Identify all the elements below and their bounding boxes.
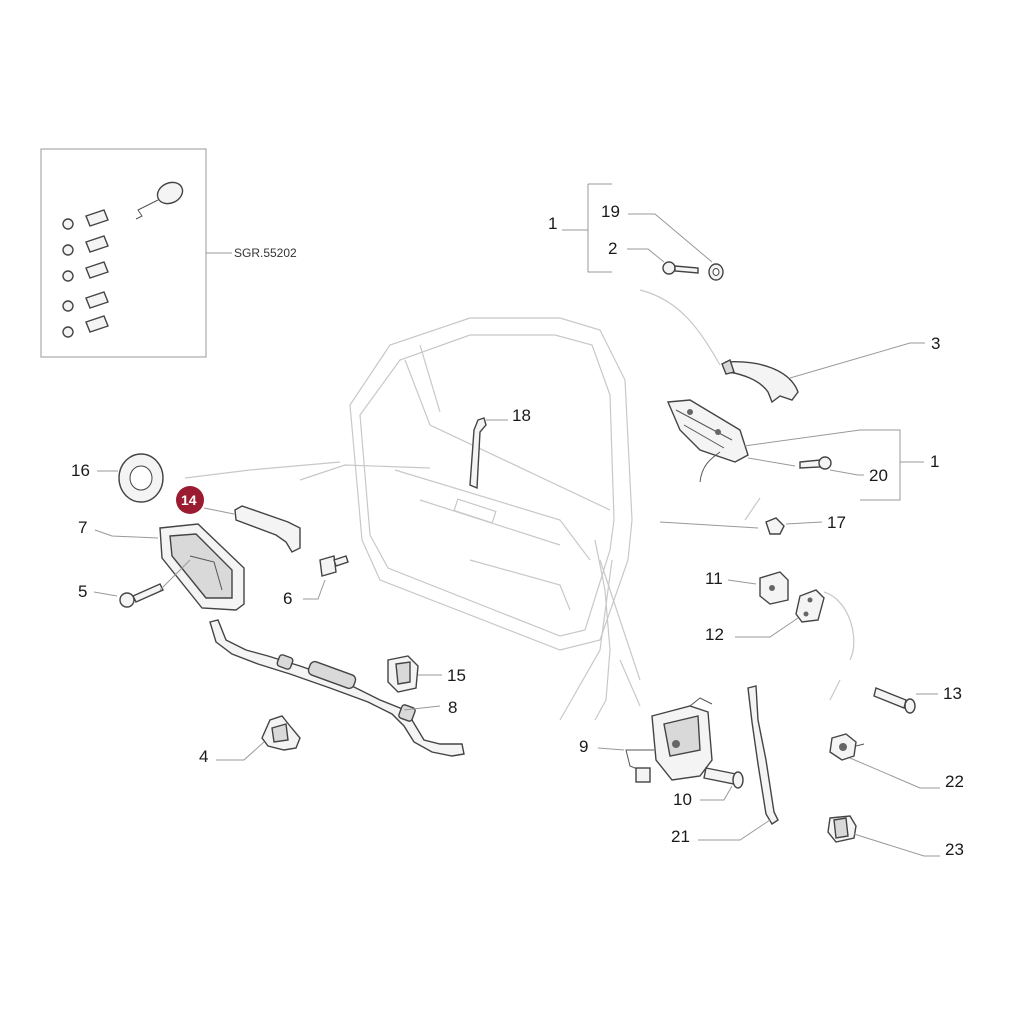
part-11-striker xyxy=(759,571,789,605)
callout-13: 13 xyxy=(943,684,962,703)
callout-17: 17 xyxy=(827,513,846,532)
callout-6: 6 xyxy=(283,589,292,608)
part-12-plate xyxy=(795,589,825,623)
callout-21: 21 xyxy=(671,827,690,846)
callout-18: 18 xyxy=(512,406,531,425)
callout-9: 9 xyxy=(579,737,588,756)
kit-code-label: SGR.55202 xyxy=(234,246,297,260)
callout-16: 16 xyxy=(71,461,90,480)
kit-bolts-icon xyxy=(62,209,109,338)
part-17-plug xyxy=(765,517,785,535)
callout-3: 3 xyxy=(931,334,940,353)
callout-2: 2 xyxy=(608,239,617,258)
part-19-washer xyxy=(708,263,724,281)
callout-19: 19 xyxy=(601,202,620,221)
callout-11: 11 xyxy=(705,569,723,588)
callout-8: 8 xyxy=(448,698,457,717)
part-22-bushing xyxy=(829,733,865,761)
part-6-clip xyxy=(319,555,349,577)
callout-22: 22 xyxy=(945,772,964,791)
callout-1-mid: 1 xyxy=(930,452,939,471)
part-10-bolt xyxy=(703,767,744,789)
callout-23: 23 xyxy=(945,840,964,859)
part-16-ring xyxy=(118,453,164,503)
part-18-rod xyxy=(469,417,487,490)
part-23-cap xyxy=(827,815,857,843)
callout-15: 15 xyxy=(447,666,466,685)
part-9-lock xyxy=(625,697,713,783)
part-13-bolt xyxy=(873,687,916,714)
part-5-screw xyxy=(119,583,164,608)
highlight-badge-icon xyxy=(176,486,204,514)
callout-1-top: 1 xyxy=(548,214,557,233)
callout-10: 10 xyxy=(673,790,692,809)
callout-14: 14 xyxy=(181,492,197,508)
part-7-bezel xyxy=(159,523,245,611)
part-14-lever xyxy=(234,505,301,553)
part-2-screw xyxy=(662,261,699,275)
part-21-rod xyxy=(747,685,779,825)
callout-12: 12 xyxy=(705,625,724,644)
callout-5: 5 xyxy=(78,582,87,601)
handle-mechanism xyxy=(666,399,749,483)
key-icon xyxy=(135,181,184,220)
part-3-outer-handle xyxy=(721,359,799,404)
door-outline xyxy=(184,317,633,721)
callout-14-badge[interactable]: 14 xyxy=(176,486,204,514)
lock-kit-box: SGR.55202 xyxy=(40,148,297,358)
part-15-clip xyxy=(387,655,419,693)
callout-7: 7 xyxy=(78,518,87,537)
callout-4: 4 xyxy=(199,747,208,766)
part-8-cable xyxy=(209,619,465,757)
part-4-bracket xyxy=(261,715,301,751)
callout-20: 20 xyxy=(869,466,888,485)
part-20-screw xyxy=(799,456,832,470)
